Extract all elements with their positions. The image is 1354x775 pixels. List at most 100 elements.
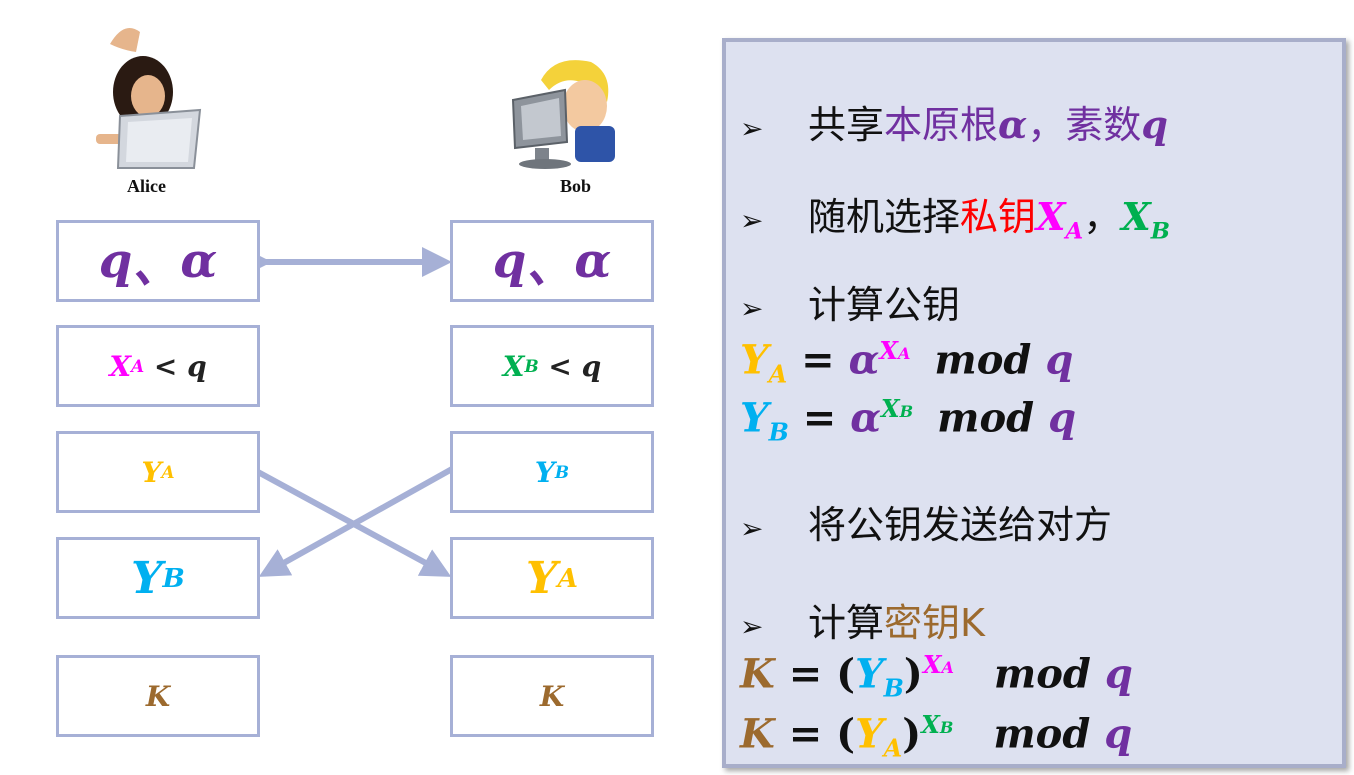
- eq4-exp-x: X: [921, 710, 940, 739]
- eq2-mod: mod: [937, 394, 1035, 442]
- exchange-arrows: [242, 247, 454, 577]
- eq3-exp-sub: A: [941, 658, 954, 677]
- bullet-icon: ➢: [740, 292, 764, 325]
- eq2-exp-x: X: [881, 394, 900, 423]
- bullet-icon: ➢: [740, 512, 764, 545]
- step1-q: q: [1141, 102, 1168, 147]
- step1-alpha: α: [998, 102, 1028, 147]
- bullet-icon: ➢: [740, 610, 764, 643]
- alice-k: K: [145, 679, 171, 713]
- alice-private-q: q: [187, 349, 207, 383]
- bob-ya-sub: A: [557, 562, 578, 594]
- bob-sep: 、: [526, 238, 575, 294]
- eq2-alpha: α: [850, 394, 882, 442]
- alice-x-sub: A: [131, 356, 145, 376]
- alice-yb-sub: B: [162, 562, 185, 594]
- bob-avatar: [511, 60, 615, 169]
- eq3-exp-x: X: [922, 650, 942, 679]
- eq4-k: K: [740, 710, 775, 758]
- step-share-params: ➢共享本原根α，素数q: [740, 94, 1168, 149]
- eq2-y: Y: [740, 394, 769, 442]
- eq4-close: ): [902, 710, 922, 758]
- eq3-y-sub: B: [883, 673, 904, 703]
- step2-xb: X: [1121, 194, 1151, 239]
- bullet-icon: ➢: [740, 204, 764, 237]
- bob-yb: Y: [534, 455, 555, 489]
- bob-shared-params-box: q、α: [450, 220, 654, 302]
- step-send-public: ➢ 将公钥发送给对方: [740, 494, 1112, 549]
- eq3-y: Y: [855, 650, 884, 698]
- eq4-exp-sub: B: [939, 718, 954, 737]
- step2-private: 私钥: [960, 195, 1037, 239]
- bob-x-sub: B: [524, 356, 539, 376]
- eq4-eq: = (: [774, 710, 856, 758]
- bob-to-alice-arrow: [258, 466, 454, 577]
- step-choose-private: ➢随机选择私钥XA，XB: [740, 186, 1170, 245]
- eq1-exp-sub: A: [897, 344, 911, 363]
- step3-text: 计算公钥: [808, 283, 961, 327]
- bob-alpha: α: [574, 233, 612, 289]
- step5-secret: 密: [884, 601, 923, 645]
- bob-q: q: [492, 233, 527, 289]
- alice-shared-params-box: q、α: [56, 220, 260, 302]
- eq1-eq: =: [787, 336, 849, 384]
- eq2-q: q: [1048, 394, 1077, 442]
- alice-sep: 、: [132, 238, 181, 294]
- step1-text: 共享: [808, 103, 885, 147]
- step5-text: 计算: [808, 601, 885, 645]
- step2-comma: ，: [1083, 195, 1122, 239]
- alice-x: X: [109, 349, 132, 383]
- eq1-q: q: [1045, 336, 1074, 384]
- alice-yb: Y: [131, 552, 163, 604]
- step2-xa-sub: A: [1065, 218, 1084, 245]
- eq4-y: Y: [855, 710, 884, 758]
- eq1-alpha: α: [848, 336, 880, 384]
- bob-caption: Bob: [560, 176, 592, 196]
- eq1-y: Y: [740, 336, 769, 384]
- eq1-y-sub: A: [768, 359, 788, 389]
- eq3-close: ): [903, 650, 923, 698]
- bob-yb-sub: B: [554, 462, 570, 482]
- step2-xb-sub: B: [1150, 218, 1170, 245]
- bob-private-q: q: [581, 349, 602, 383]
- bob-secret-key-box: K: [450, 655, 654, 737]
- step1-root: 本原根: [884, 103, 999, 147]
- step4-text: 将公钥发送给对方: [808, 503, 1113, 547]
- eq1-mod: mod: [934, 336, 1032, 384]
- eq3-k: K: [740, 650, 775, 698]
- bob-ya: Y: [526, 552, 558, 604]
- bullet-icon: ➢: [740, 112, 764, 145]
- eq4-y-sub: A: [883, 733, 903, 763]
- step1-comma: ，: [1027, 103, 1066, 147]
- eq2-exp-sub: B: [899, 402, 914, 421]
- eq2-eq: =: [788, 394, 851, 442]
- bob-lt: <: [538, 349, 582, 383]
- step2-xa: X: [1036, 194, 1066, 239]
- step2-text: 随机选择: [808, 195, 961, 239]
- alice-q: q: [98, 233, 133, 289]
- alice-ya-sub: A: [161, 462, 175, 482]
- step-compute-key: ➢计算密钥K: [740, 592, 985, 647]
- alice-secret-key-box: K: [56, 655, 260, 737]
- alice-caption: Alice: [127, 176, 166, 196]
- eq3-eq: = (: [774, 650, 856, 698]
- eq1-exp-x: X: [879, 336, 898, 365]
- eq2-y-sub: B: [768, 417, 789, 447]
- bob-k: K: [539, 679, 565, 713]
- eq3-mod: mod: [993, 650, 1091, 698]
- eq4-mod: mod: [993, 710, 1091, 758]
- bob-x: X: [502, 349, 525, 383]
- eq4-q: q: [1104, 710, 1133, 758]
- step-compute-public: ➢ 计算公钥: [740, 274, 960, 329]
